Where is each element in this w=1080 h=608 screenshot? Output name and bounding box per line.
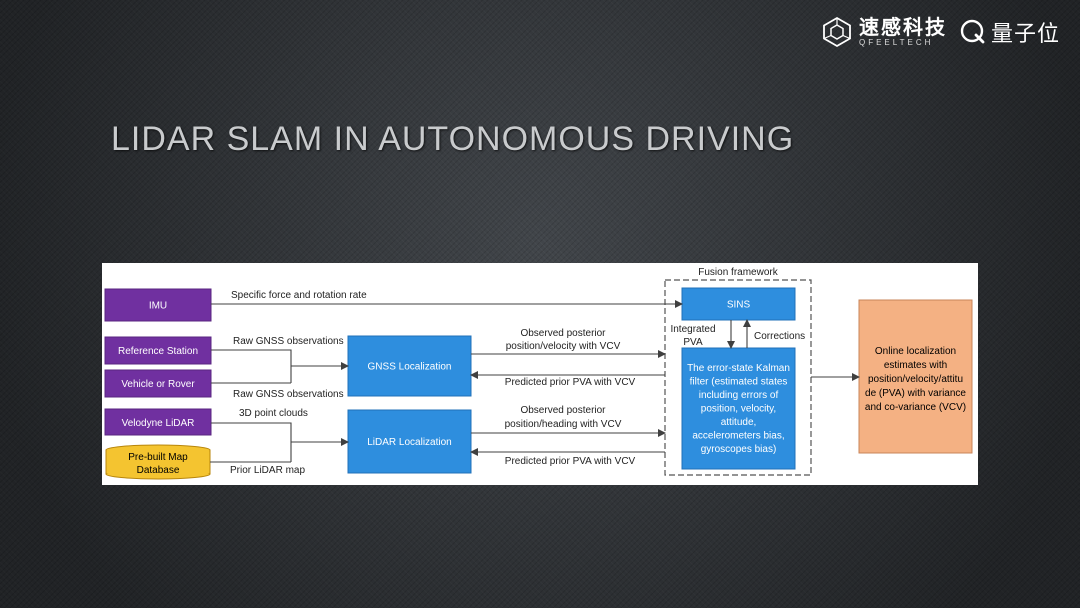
label-gnss-predicted: Predicted prior PVA with VCV [505,377,636,388]
velodyne-lidar-label: Velodyne LiDAR [122,418,195,429]
kalman-line-5: attitude, [721,417,757,428]
partner-name: 量子位 [990,22,1060,47]
kalman-line-7: gyroscopes bias) [701,444,777,455]
kalman-line-2: filter (estimated states [690,377,788,388]
gnss-localization-label: GNSS Localization [368,362,452,373]
output-line-1: Online localization [875,346,956,357]
label-lidar-observed-2: position/heading with VCV [505,419,622,430]
kalman-line-3: including errors of [699,390,779,401]
kalman-filter-box [681,347,796,470]
slide-title: LIDAR SLAM IN AUTONOMOUS DRIVING [111,120,795,158]
prebuilt-map-database: Pre-built Map Database [105,444,211,480]
label-prior-map: Prior LiDAR map [230,465,305,476]
output-line-4: de (PVA) with variance [865,388,966,399]
label-gnss-observed-1: Observed posterior [520,328,606,339]
kalman-line-6: accelerometers bias, [692,431,784,442]
logo-area: 速感科技 QFEELTECH 量子位 [821,16,1060,48]
label-integrated-pva-1: Integrated [670,324,715,335]
fusion-diagram: Fusion framework IMU Reference Station V… [104,267,973,480]
label-lidar-observed-1: Observed posterior [520,405,606,416]
prebuilt-map-label-2: Database [137,465,180,476]
lidar-localization-label: LiDAR Localization [367,437,452,448]
kalman-line-4: position, velocity, [701,404,776,415]
sins-label: SINS [727,300,751,311]
imu-label: IMU [149,301,167,312]
kalman-line-1: The error-state Kalman [687,363,790,374]
output-line-5: and co-variance (VCV) [865,402,966,413]
velodyne-lidar-box [104,408,212,436]
reference-station-label: Reference Station [118,346,198,357]
label-lidar-predicted: Predicted prior PVA with VCV [505,456,636,467]
label-imu-to-sins: Specific force and rotation rate [231,290,367,301]
label-integrated-pva-2: PVA [683,337,703,348]
online-localization-box [858,299,973,454]
label-raw-gnss-1: Raw GNSS observations [233,336,344,347]
label-raw-gnss-2: Raw GNSS observations [233,389,344,400]
sins-box [681,287,796,321]
label-corrections: Corrections [754,331,805,342]
fusion-framework-label: Fusion framework [698,267,778,278]
label-point-clouds: 3D point clouds [239,408,308,419]
brand-name-en: QFEELTECH [858,38,934,47]
line-reference-station [211,349,292,383]
vehicle-rover-label: Vehicle or Rover [121,379,195,390]
output-line-3: position/velocity/attitu [868,374,963,385]
reference-station-box [104,336,212,365]
prebuilt-map-label-1: Pre-built Map [128,452,188,463]
line-velodyne [211,422,292,462]
label-gnss-observed-2: position/velocity with VCV [506,341,621,352]
diagram-panel: Fusion framework IMU Reference Station V… [102,263,978,485]
lidar-localization-box [347,409,472,474]
hexagon-cube-icon [823,16,851,48]
qfeeltech-logo: 速感科技 QFEELTECH [821,16,947,48]
brand-name-cn: 速感科技 [858,15,947,39]
output-line-2: estimates with [884,360,947,371]
q-logo-icon [960,19,985,44]
imu-box [104,288,212,322]
liangziwei-logo: 量子位 [959,16,1060,48]
